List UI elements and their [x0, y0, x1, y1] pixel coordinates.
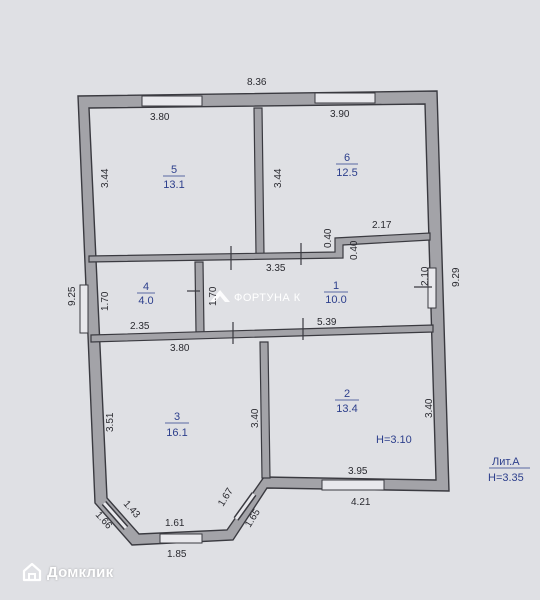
door-marks	[187, 243, 432, 344]
dim-room3-left: 3.51	[105, 412, 116, 432]
window-top-right	[314, 92, 376, 104]
dim-bay-bottom-in: 1.61	[165, 518, 185, 529]
room-5-number: 5	[171, 164, 177, 176]
room-4-number: 4	[143, 281, 149, 293]
wall-upper-corridor	[88, 232, 431, 263]
dim-mid-room5: 3.44	[273, 168, 284, 188]
dim-room3-right: 3.40	[250, 408, 261, 428]
room-height: H=3.10	[376, 434, 412, 446]
room-5-area: 13.1	[163, 179, 184, 191]
room-6-label: 6 12.5	[336, 152, 358, 179]
dim-jog-a: 0.40	[323, 228, 334, 248]
dim-total-top: 8.36	[247, 77, 267, 88]
window-bottom	[321, 479, 385, 491]
watermark-text: ФОРТУНА К	[234, 292, 301, 304]
room-4-area: 4.0	[138, 295, 153, 307]
dim-right-total: 9.29	[451, 267, 462, 287]
window-top-left	[141, 95, 203, 107]
dim-top-right: 3.90	[330, 109, 350, 120]
room-6-area: 12.5	[336, 167, 357, 179]
dim-left-total: 9.25	[67, 286, 78, 306]
window-left	[79, 284, 89, 334]
room-1-label: 1 10.0	[324, 280, 348, 306]
dim-room2-right: 3.40	[424, 398, 435, 418]
interior-walls	[88, 107, 434, 479]
dim-bay-diag-right-in: 1.67	[216, 486, 236, 509]
room-labels: 5 13.1 6 12.5 4 4.0 1 10.0 3 16.1 2 13.4	[137, 152, 359, 439]
wall-5-6	[253, 107, 265, 255]
dim-hall-top: 3.35	[266, 263, 286, 274]
watermark-logo-icon	[210, 290, 230, 302]
dim-room4-partition: 1.70	[208, 286, 219, 306]
room-3-label: 3 16.1	[165, 411, 189, 439]
room-1-area: 10.0	[325, 294, 346, 306]
dim-jog-b: 0.40	[349, 240, 360, 260]
room-3-area: 16.1	[166, 427, 187, 439]
room-4-label: 4 4.0	[137, 281, 155, 307]
room-3-number: 3	[174, 411, 180, 423]
dim-right-hall: 2.10	[420, 266, 431, 286]
lit-label: Лит.А H=3.35	[488, 456, 530, 484]
dim-left-room4: 1.70	[100, 291, 111, 311]
dim-room3-top: 3.80	[170, 343, 190, 354]
dim-room2-bottom: 3.95	[348, 466, 368, 477]
house-icon	[22, 562, 42, 582]
wall-lower-corridor	[90, 324, 434, 343]
room-1-number: 1	[333, 280, 339, 292]
wall-room4	[194, 261, 205, 333]
dim-bottom-right: 4.21	[351, 497, 371, 508]
room-6-number: 6	[344, 152, 350, 164]
windows	[79, 92, 437, 544]
dim-top-left: 3.80	[150, 112, 170, 123]
window-right	[427, 267, 437, 309]
lit-height: H=3.35	[488, 472, 524, 484]
domclick-logo: Домклик	[22, 562, 113, 582]
room-2-label: 2 13.4	[335, 388, 359, 415]
dim-bay-bottom-out: 1.85	[167, 549, 187, 560]
dim-room4-bottom: 2.35	[130, 321, 150, 332]
watermark: ФОРТУНА К	[210, 290, 301, 304]
room-2-area: 13.4	[336, 403, 357, 415]
room-5-label: 5 13.1	[163, 164, 185, 191]
wall-3-2	[259, 341, 271, 479]
window-bay-bottom	[159, 533, 203, 544]
dim-left-room5: 3.44	[100, 168, 111, 188]
room-2-number: 2	[344, 388, 350, 400]
dim-hall-bottom: 5.39	[317, 317, 337, 328]
logo-text: Домклик	[47, 563, 114, 581]
lit-name: Лит.А	[492, 456, 520, 468]
dim-corridor-right: 2.17	[372, 220, 392, 231]
